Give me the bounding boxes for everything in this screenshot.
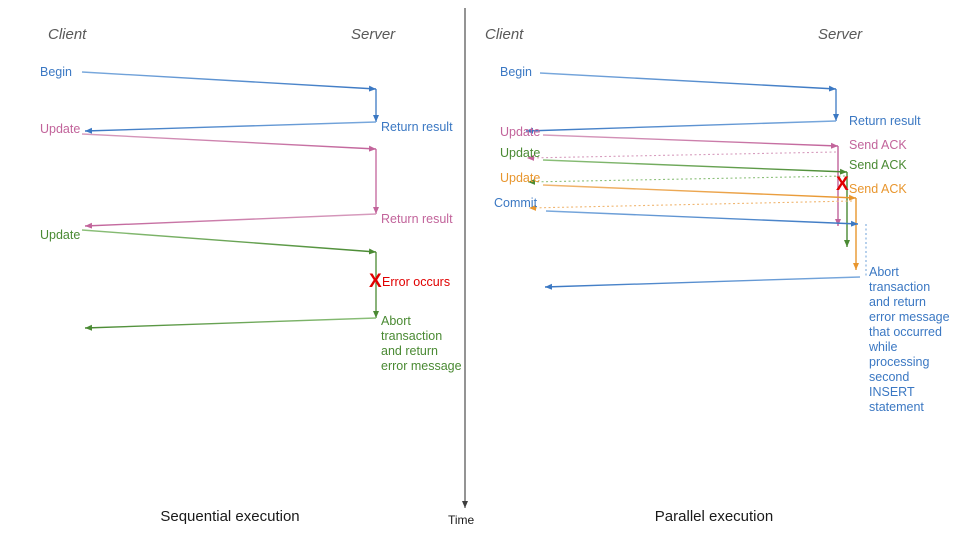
message-label-send-ack-2-parallel: Send ACK <box>849 158 907 172</box>
message-line-send-ack-3-parallel <box>528 200 853 211</box>
message-line-abort-return-parallel <box>544 276 861 290</box>
message-label-begin-parallel: Begin <box>500 65 532 79</box>
message-line-begin-sequential <box>81 71 377 92</box>
message-label-return-result-2-sequential: Return result <box>381 212 453 226</box>
message-label-send-ack-3-parallel: Send ACK <box>849 182 907 196</box>
lane-title-server-sequential: Server <box>351 26 396 43</box>
message-line-update-2-sequential <box>81 229 377 255</box>
message-label-abort-return-parallel-line: and return <box>869 295 926 309</box>
message-line-return-result-parallel <box>525 120 837 134</box>
message-line-send-ack-2-parallel <box>527 175 846 185</box>
message-label-abort-return-sequential-line: error message <box>381 359 462 373</box>
message-line-abort-return-sequential <box>84 317 377 331</box>
error-mark-icon-parallel: X <box>836 174 849 195</box>
message-label-update-1-sequential: Update <box>40 122 80 136</box>
message-line-return-result-2-sequential <box>84 213 377 229</box>
panel-caption-parallel: Parallel execution <box>655 508 773 525</box>
message-label-abort-return-sequential-line: Abort <box>381 314 411 328</box>
message-line-return-result-1-sequential <box>84 121 377 134</box>
message-label-abort-return-parallel-line: error message <box>869 310 950 324</box>
message-line-commit-parallel <box>545 210 859 227</box>
message-label-abort-return-parallel-line: statement <box>869 400 924 414</box>
message-label-abort-return-parallel-line: processing <box>869 355 929 369</box>
message-label-update-2-sequential: Update <box>40 228 80 242</box>
message-line-update-3-parallel <box>542 184 857 201</box>
message-line-begin-parallel <box>539 72 837 92</box>
message-label-send-ack-1-parallel: Send ACK <box>849 138 907 152</box>
message-label-abort-return-parallel-line: Abort <box>869 265 899 279</box>
message-label-commit-parallel: Commit <box>494 196 538 210</box>
message-label-abort-return-sequential-line: transaction <box>381 329 442 343</box>
lane-title-server-parallel: Server <box>818 26 863 43</box>
message-label-abort-return-parallel-line: INSERT <box>869 385 915 399</box>
panel-caption-sequential: Sequential execution <box>160 508 299 525</box>
message-label-begin-sequential: Begin <box>40 65 72 79</box>
message-line-send-ack-1-parallel <box>526 151 837 161</box>
error-mark-icon-sequential: X <box>369 271 382 292</box>
message-label-return-result-parallel: Return result <box>849 114 921 128</box>
message-label-abort-return-parallel-line: second <box>869 370 909 384</box>
message-label-update-3-parallel: Update <box>500 171 540 185</box>
message-label-update-1-parallel: Update <box>500 125 540 139</box>
lane-title-client-sequential: Client <box>48 26 87 43</box>
message-label-abort-return-sequential-line: and return <box>381 344 438 358</box>
message-label-abort-return-parallel-line: transaction <box>869 280 930 294</box>
time-axis-label: Time <box>448 513 475 527</box>
message-label-return-result-1-sequential: Return result <box>381 120 453 134</box>
message-label-update-2-parallel: Update <box>500 146 540 160</box>
message-line-update-2-parallel <box>542 159 848 175</box>
message-label-abort-return-parallel-line: that occurred <box>869 325 942 339</box>
message-line-update-1-sequential <box>81 133 377 152</box>
error-label-sequential: Error occurs <box>382 275 450 289</box>
message-label-abort-return-parallel-line: while <box>868 340 898 354</box>
message-line-update-1-parallel <box>542 134 839 149</box>
lane-title-client-parallel: Client <box>485 26 524 43</box>
